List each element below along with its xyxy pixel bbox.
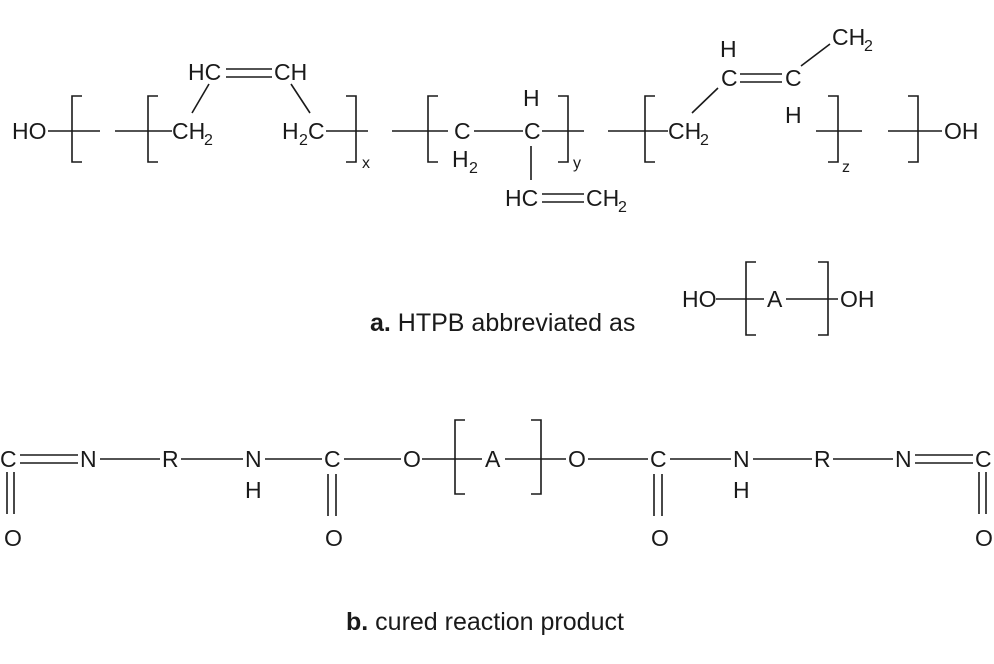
cured-a-label: A xyxy=(485,446,501,472)
ch2-top-label: CH xyxy=(832,24,865,50)
n3-h-label: H xyxy=(733,477,750,503)
isocyanate-c-right: C xyxy=(975,446,992,472)
caption-b: b. cured reaction product xyxy=(346,608,624,636)
ch2-label: CH xyxy=(586,185,619,211)
c2-label: C xyxy=(324,446,341,472)
cured-bracket-left xyxy=(454,419,465,495)
bracket-y-right xyxy=(558,95,569,163)
abbrev-oh: OH xyxy=(840,286,875,312)
bracket-x-right xyxy=(346,95,357,163)
caption-a: a. HTPB abbreviated as xyxy=(370,309,635,337)
bracket-z-left xyxy=(644,95,655,163)
caption-b-body: cured reaction product xyxy=(368,608,624,636)
caption-a-text: a. HTPB abbreviated as xyxy=(370,309,635,337)
subscript-2: 2 xyxy=(700,132,709,149)
c3-label: C xyxy=(650,446,667,472)
subscript-2: 2 xyxy=(469,160,478,177)
htpb-abbreviation: HO A OH xyxy=(682,261,875,336)
repeat-unit-z: CH 2 H C C H CH 2 z xyxy=(644,24,873,176)
c2-label: C xyxy=(524,118,541,144)
abbrev-ho: HO xyxy=(682,286,717,312)
o4-label: O xyxy=(568,446,586,472)
n4-label: N xyxy=(895,446,912,472)
bracket-y-left xyxy=(427,95,438,163)
repeat-unit-x: CH 2 HC CH H 2 C x xyxy=(147,59,370,172)
htpb-structure: HO CH 2 HC CH H 2 C x C H xyxy=(12,24,979,216)
n2-label: N xyxy=(245,446,262,472)
r1-label: R xyxy=(162,446,179,472)
n2-h-label: H xyxy=(245,477,262,503)
h2-label: H xyxy=(785,102,802,128)
repeat-unit-y: C H 2 H C HC CH 2 y xyxy=(427,85,627,216)
caption-b-label: b. xyxy=(346,608,368,636)
carbonyl-o-left: O xyxy=(325,525,343,551)
bond xyxy=(800,43,831,67)
h-label: H xyxy=(523,85,540,111)
o3-label: O xyxy=(403,446,421,472)
abbrev-bracket-left xyxy=(745,261,756,336)
outer-bracket-right xyxy=(908,95,919,163)
abbrev-a: A xyxy=(767,286,783,312)
vinyl-ch-label: CH xyxy=(274,59,307,85)
isocyanate-o-right: O xyxy=(975,525,993,551)
h2c-c-label: C xyxy=(308,118,325,144)
h2c-h-label: H xyxy=(282,118,299,144)
repeat-z-label: z xyxy=(842,159,850,176)
abbrev-bracket-right xyxy=(818,261,829,336)
c1-label: C xyxy=(454,118,471,144)
bond xyxy=(290,83,311,114)
c2-label: C xyxy=(785,65,802,91)
bracket-x-left xyxy=(147,95,158,163)
h2-h-label: H xyxy=(452,146,469,172)
repeat-x-label: x xyxy=(362,155,370,172)
c1-label: C xyxy=(721,65,738,91)
h1-label: H xyxy=(720,36,737,62)
bond xyxy=(691,87,719,114)
terminal-ho: HO xyxy=(12,118,47,144)
bond xyxy=(191,83,210,114)
outer-bracket-left xyxy=(71,95,82,163)
cured-product-structure: C O N R N H C O O A O C O N H R N xyxy=(0,419,993,551)
subscript-2: 2 xyxy=(618,199,627,216)
subscript-2: 2 xyxy=(204,132,213,149)
vinyl-hc-label: HC xyxy=(188,59,221,85)
cured-bracket-right xyxy=(531,419,542,495)
hc-label: HC xyxy=(505,185,538,211)
terminal-oh: OH xyxy=(944,118,979,144)
caption-b-text: b. cured reaction product xyxy=(346,608,624,636)
n1-label: N xyxy=(80,446,97,472)
carbonyl-o-right: O xyxy=(651,525,669,551)
isocyanate-o-left: O xyxy=(4,525,22,551)
caption-a-label: a. xyxy=(370,309,391,337)
bracket-z-right xyxy=(828,95,839,163)
repeat-y-label: y xyxy=(573,155,581,172)
r2-label: R xyxy=(814,446,831,472)
ch2-left-label: CH xyxy=(172,118,205,144)
isocyanate-c-left: C xyxy=(0,446,17,472)
subscript-2: 2 xyxy=(299,132,308,149)
caption-a-body: HTPB abbreviated as xyxy=(391,309,636,337)
n3-label: N xyxy=(733,446,750,472)
ch2-label: CH xyxy=(668,118,701,144)
subscript-2: 2 xyxy=(864,38,873,55)
